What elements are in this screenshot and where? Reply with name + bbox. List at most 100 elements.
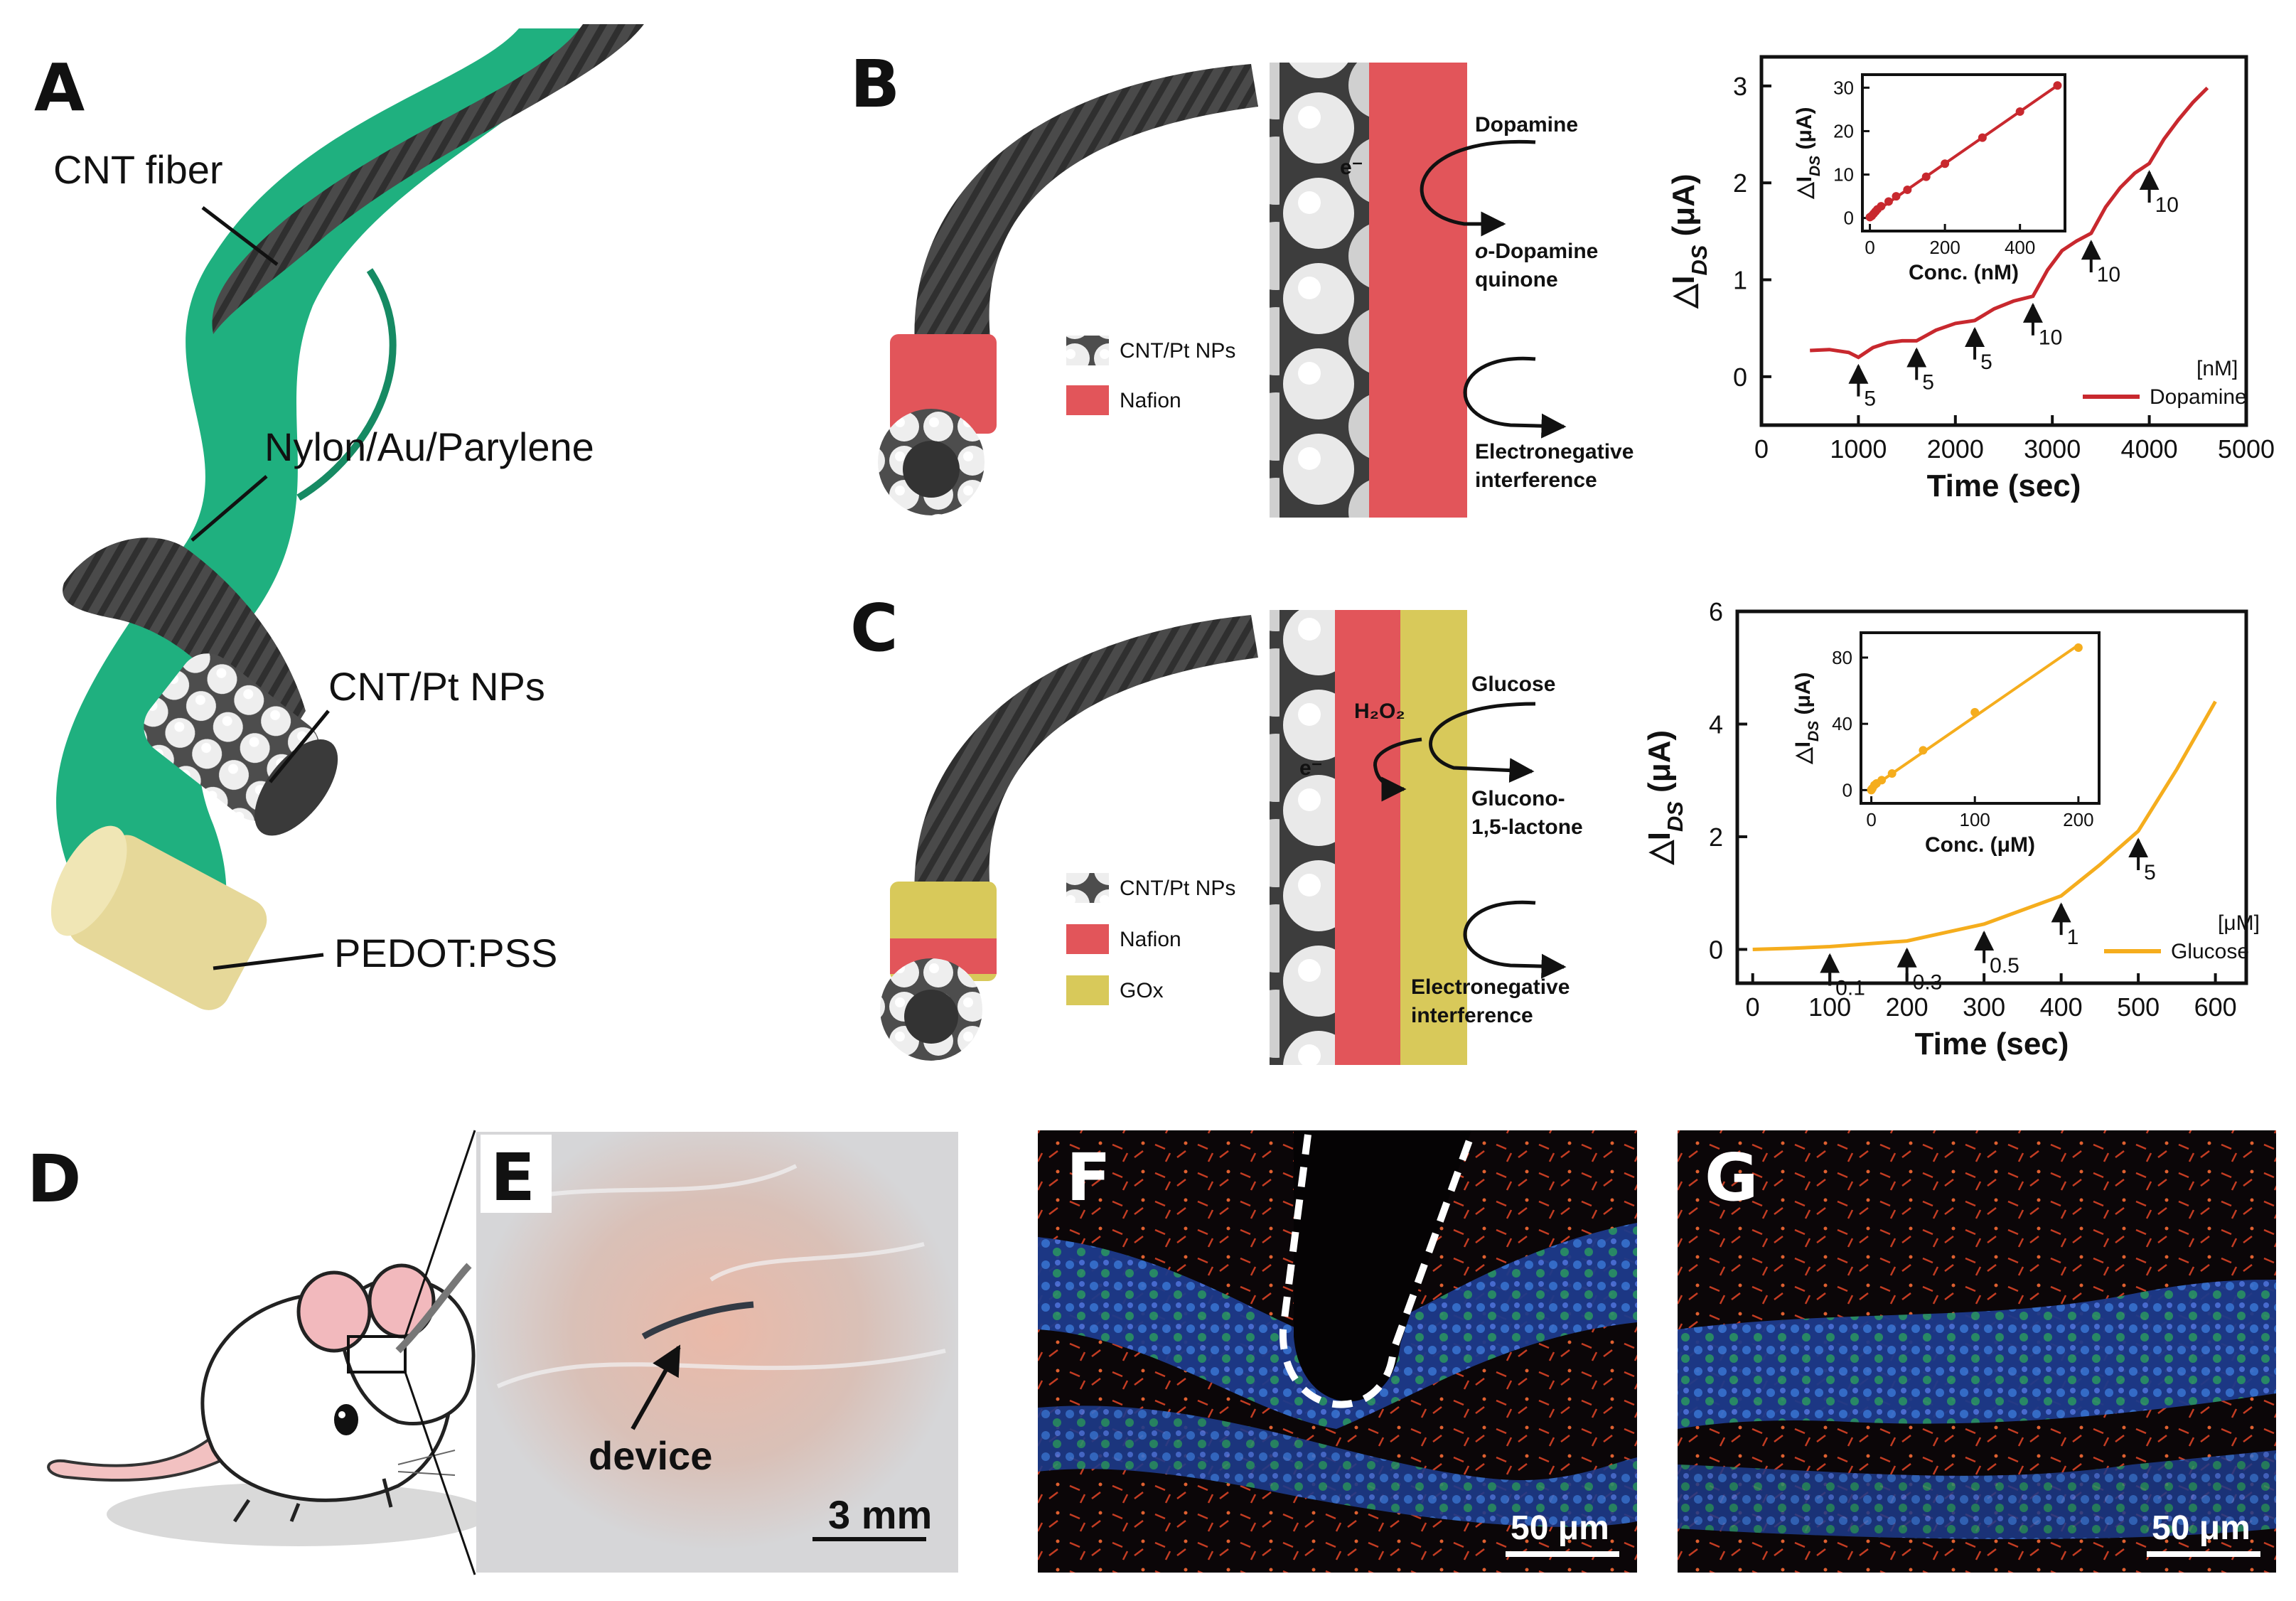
x-tick-label: 2000 [1927,434,1984,464]
inset-frame [1860,631,2101,805]
y-tick-label: 3 [1733,72,1747,101]
panel-b-letter: B [850,46,900,122]
zoom-line-bottom [404,1371,476,1575]
label-o-dopamine-quinone-1: o-Dopamine [1475,240,1598,263]
glucose-arrow [1429,702,1536,783]
panel-c: C CNT/Pt NPs Nafion GOx e⁻ H₂O₂ Glucose … [850,590,1583,1065]
inset-y-tick-label: 40 [1832,713,1852,734]
inset-point [1884,197,1893,206]
implant-outline-dashed [1279,1133,1475,1408]
panel-e-letter: E [490,1140,535,1216]
zoom-line-top [404,1130,476,1337]
inset-y-tick-label: 0 [1842,779,1852,800]
cell-layer-f-lower [1038,1405,1637,1527]
panel-b: B CNT/Pt NPs Nafion e⁻ Dopamine o-Dopami… [850,46,1634,518]
mouse-feet [232,1478,393,1523]
legend-label: Glucose [2171,940,2249,963]
inset-x-tick-label: 400 [2005,237,2035,258]
label-o-dopamine-quinone-2: quinone [1475,268,1558,291]
inset-x-tick-label: 0 [1865,237,1874,258]
label-cnt-fiber: CNT fiber [53,147,223,192]
implant-region-box [347,1335,407,1374]
label-glucose: Glucose [1471,673,1555,696]
inset-point [2074,643,2083,652]
y-axis-label: △IDS (μA) [1642,730,1688,865]
label-glucono-1: Glucono- [1471,787,1565,810]
panel-g: G 50 μm [1678,1130,2276,1573]
cell-layer-g [1678,1280,2276,1429]
label-pedot-pss: PEDOT:PSS [334,931,557,975]
x-tick-label: 3000 [2024,434,2081,464]
pedot-pss-end [50,825,127,936]
scale-label-e: 3 mm [828,1492,932,1537]
label-nylon-au-parylene: Nylon/Au/Parylene [264,424,594,469]
nafion-layer-b [1369,63,1467,518]
inset-point [1892,192,1901,201]
cnt-fiber-upper [212,24,644,334]
legend-swatch-nafion-c [1066,924,1109,954]
electron-label-c: e⁻ [1299,756,1323,780]
legend-swatch-cnt-pt-b [1066,336,1109,365]
panel-f: F 50 μm [1038,1130,1637,1573]
x-axis-label: Time (sec) [1915,1027,2069,1061]
x-tick-label: 4000 [2121,434,2178,464]
x-tick-label: 300 [1963,992,2005,1022]
mouse-eye-glint [338,1411,345,1418]
inset-y-tick-label: 80 [1832,647,1852,668]
x-tick-label: 0 [1746,992,1760,1022]
dopamine-arrow [1420,139,1536,237]
inset-point [1877,202,1886,211]
label-interference-b-1: Electronegative [1475,440,1634,464]
panel-c-letter: C [850,590,898,666]
legend-title: [nM] [2196,357,2238,380]
mouse-left-ear [296,1270,372,1353]
y-tick-label: 4 [1709,710,1723,739]
inset-x-tick-label: 0 [1866,809,1876,830]
y-axis-label: △IDS (μA) [1666,173,1712,309]
gox-layer-c [1400,610,1467,1065]
label-cnt-pt-nps: CNT/Pt NPs [328,664,545,709]
step-label: 10 [2039,326,2062,350]
x-tick-label: 0 [1754,434,1769,464]
y-tick-label: 0 [1733,363,1747,392]
implant-track [1294,1130,1471,1402]
h2o2-arrow [1373,737,1422,802]
mouse-tail [47,1435,228,1482]
inset-y-tick-label: 0 [1844,208,1854,229]
inset-point [1903,185,1912,194]
fiber-core-b [903,441,960,498]
scale-label-f: 50 μm [1511,1509,1609,1547]
panel-a-letter: A [34,50,85,126]
cell-layer-f [1038,1223,1637,1429]
legend-label: Dopamine [2150,385,2247,409]
step-label: 0.5 [1990,954,2019,978]
inset-point [1970,707,1980,717]
label-dopamine: Dopamine [1475,113,1578,136]
step-label: 5 [1864,387,1876,411]
step-label: 0.1 [1835,976,1865,1000]
cnt-fiber-end [254,739,338,836]
label-interference-c-2: interference [1411,1004,1533,1027]
step-label: 10 [2097,263,2120,287]
series-line-dopamine [1810,86,2209,360]
inset-point [1887,769,1897,778]
mouse-shadow [107,1482,490,1546]
legend-swatch-nafion-b [1066,385,1109,415]
legend-cnt-pt-b: CNT/Pt NPs [1120,339,1235,363]
x-tick-label: 200 [1886,992,1928,1022]
step-label: 5 [2144,861,2156,884]
cnt-pt-nps-zoom-c [1270,610,1335,1065]
legend-gox-c: GOx [1120,979,1164,1002]
inset-y-axis-label: △IDS (μA) [1793,107,1823,200]
chart-frame [1759,55,2248,427]
step-label: 1 [2067,926,2079,949]
inset-point [1919,746,1928,755]
panel-e: E device 3 mm [476,1132,958,1573]
panel-d-letter: D [27,1141,81,1217]
inset-x-tick-label: 200 [1929,237,1960,258]
label-interference-c-1: Electronegative [1411,975,1570,999]
legend-title: [μM] [2218,911,2260,935]
